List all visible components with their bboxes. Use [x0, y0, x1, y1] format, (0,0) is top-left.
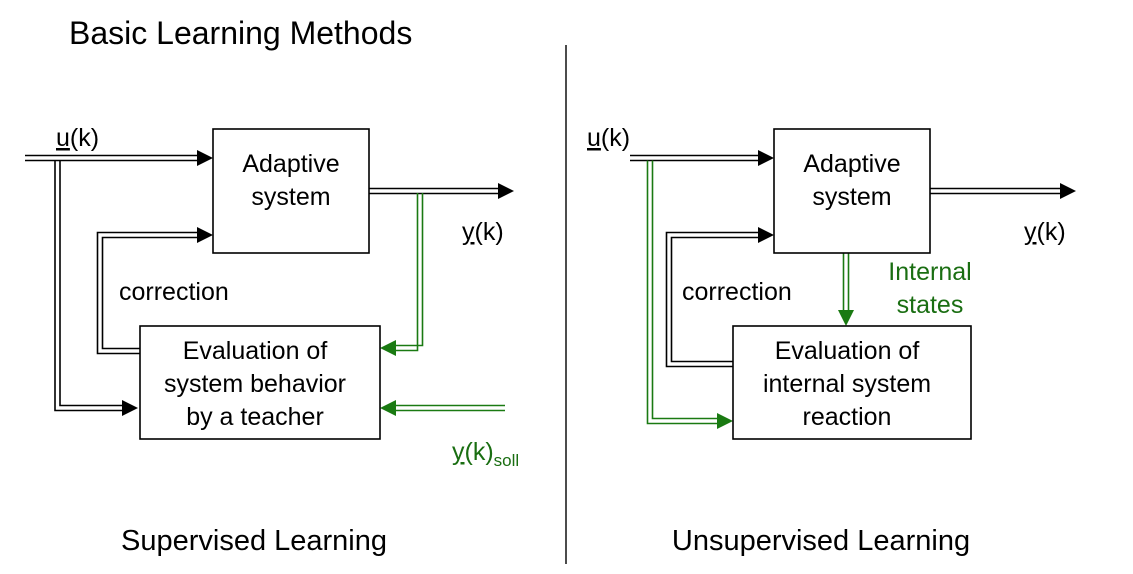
unsupervised-eval-line2: internal system	[763, 370, 931, 398]
unsupervised-adaptive-line1: Adaptive	[803, 150, 900, 178]
supervised-target-arrow	[380, 400, 505, 416]
unsupervised-internal-line1: Internal	[888, 258, 971, 286]
unsupervised-input-branch-arrow	[646, 160, 733, 429]
supervised-adaptive-line1: Adaptive	[242, 150, 339, 178]
supervised-input-label: u(k)	[56, 124, 99, 152]
supervised-adaptive-system-box	[212, 128, 370, 254]
supervised-output-feedback-arrow	[380, 193, 424, 356]
supervised-eval-line2: system behavior	[164, 370, 346, 398]
supervised-input-branch-arrow	[54, 160, 138, 416]
supervised-output-label: y(k)	[462, 218, 504, 246]
supervised-adaptive-line2: system	[251, 183, 330, 211]
unsupervised-correction-label: correction	[682, 278, 792, 306]
supervised-eval-line3: by a teacher	[186, 403, 324, 431]
supervised-output-arrow	[369, 183, 514, 199]
unsupervised-input-label: u(k)	[587, 124, 630, 152]
unsupervised-output-label: y(k)	[1024, 218, 1066, 246]
supervised-caption: Supervised Learning	[121, 525, 387, 557]
unsupervised-eval-line1: Evaluation of	[775, 337, 920, 365]
unsupervised-adaptive-system-box	[773, 128, 931, 254]
supervised-input-arrow	[25, 150, 213, 166]
unsupervised-internal-line2: states	[897, 291, 964, 319]
supervised-panel: u(k) correction y(k)	[25, 124, 519, 557]
unsupervised-internal-states-arrow	[838, 253, 854, 326]
supervised-correction-label: correction	[119, 278, 229, 306]
unsupervised-adaptive-line2: system	[812, 183, 891, 211]
unsupervised-input-arrow	[630, 150, 774, 166]
unsupervised-evaluation-box	[732, 325, 972, 440]
unsupervised-output-arrow	[930, 183, 1076, 199]
supervised-target-label: y(k)soll	[452, 438, 519, 470]
supervised-correction-arrow	[96, 227, 213, 355]
unsupervised-panel: u(k) correction y(k)	[587, 124, 1076, 557]
page-title: Basic Learning Methods	[69, 15, 412, 51]
supervised-evaluation-box	[139, 325, 381, 440]
unsupervised-correction-arrow	[665, 227, 774, 368]
unsupervised-eval-line3: reaction	[803, 403, 892, 431]
unsupervised-caption: Unsupervised Learning	[672, 525, 970, 557]
supervised-eval-line1: Evaluation of	[183, 337, 328, 365]
